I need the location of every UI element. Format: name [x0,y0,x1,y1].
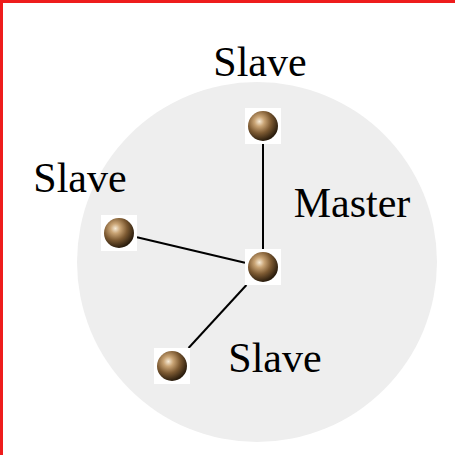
frame-top [0,0,455,3]
slave-node: Slave [245,108,281,144]
node-label: Slave [33,157,126,199]
ball [248,252,278,282]
link-line [137,237,245,263]
node-label: Master [294,182,411,224]
ball-symbol [101,215,137,251]
link-line [262,144,264,249]
ball [157,351,187,381]
network-area [77,82,437,442]
master-node: Master [245,249,281,285]
slave-node: Slave [154,348,190,384]
frame-left [0,0,3,455]
ball [104,218,134,248]
slave-node: Slave [101,215,137,251]
node-label: Slave [228,337,321,379]
ball-symbol [154,348,190,384]
ball-symbol [245,249,281,285]
ball-symbol [245,108,281,144]
ball [248,111,278,141]
node-label: Slave [213,41,306,83]
